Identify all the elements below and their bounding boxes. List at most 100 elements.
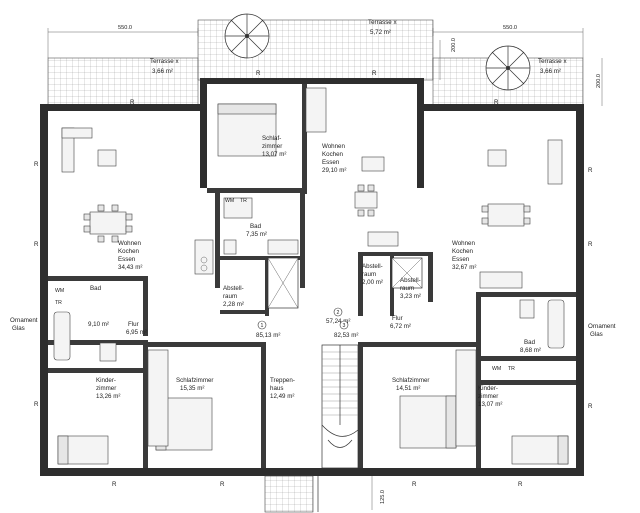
unit-marker-1: 1 85,13 m² <box>256 320 280 339</box>
label-abstell-right-2: raum <box>400 285 414 292</box>
wm-right: WM <box>492 366 501 372</box>
label-schlaf-top-1: Schlaf- <box>262 135 281 142</box>
table-icon <box>354 184 378 217</box>
radiator-marks: R R R R R R R R R R R R R R <box>34 70 593 488</box>
label-wohnen-center-3: Essen <box>322 159 340 166</box>
label-terrace-right-2: 3,66 m² <box>540 68 561 75</box>
wardrobe-icon <box>455 349 477 447</box>
stairwell <box>267 257 423 469</box>
label-abstell-mid-3: 2,00 m² <box>362 279 383 286</box>
table-icon <box>83 204 133 243</box>
label-bad-left-2: 9,10 m² <box>88 321 109 328</box>
label-kinder-right-2: zimmer <box>478 393 498 400</box>
bed-icon <box>57 435 109 465</box>
label-wohnen-right-3: Essen <box>452 256 470 263</box>
label-wohnen-center-2: Kochen <box>322 151 344 158</box>
tr-right: TR <box>508 366 515 372</box>
wm-center: WM <box>225 198 234 204</box>
sink-icon <box>267 239 299 255</box>
label-kinder-left-3: 13,26 m² <box>96 393 120 400</box>
label-schlaf-right-1: Schlafzimmer <box>392 377 429 384</box>
unit-number-3: 3 <box>343 323 346 329</box>
radiator-mark: R <box>588 403 593 410</box>
label-bad-left-1: Bad <box>90 285 102 292</box>
label-treppenhaus-1: Treppen- <box>270 377 295 384</box>
label-abstell-left-3: 2,28 m² <box>223 301 244 308</box>
tr-left: TR <box>55 300 62 306</box>
sofa-icon <box>61 127 93 173</box>
toilet-icon <box>223 239 237 255</box>
dim-terrace-right-width: 550.0 <box>503 25 517 31</box>
dim-terrace-right-depth: 200.0 <box>596 74 602 88</box>
label-schlaf-left-2: 15,35 m² <box>180 385 204 392</box>
bed-icon <box>399 395 457 449</box>
radiator-mark: R <box>34 161 39 168</box>
radiator-mark: R <box>372 70 377 77</box>
radiator-mark: R <box>588 167 593 174</box>
label-flur-right-2: 6,72 m² <box>390 323 411 330</box>
armchair-icon <box>487 149 507 167</box>
label-treppenhaus-2: haus <box>270 385 283 392</box>
label-wohnen-left-3: Essen <box>118 256 136 263</box>
label-wohnen-right-4: 32,67 m² <box>452 264 476 271</box>
unit-number-2: 2 <box>337 310 340 316</box>
unit-marker-3: 3 82,53 m² <box>334 320 358 339</box>
stove-icon <box>194 239 214 275</box>
radiator-mark: R <box>494 99 499 106</box>
label-wohnen-center-1: Wohnen <box>322 143 345 150</box>
label-flur-left-2: 6,95 m² <box>126 329 147 336</box>
stove-icon <box>367 231 399 247</box>
bed-icon <box>217 103 277 157</box>
dim-terrace-left-depth: 200.0 <box>451 38 457 52</box>
label-abstell-right-1: Abstell- <box>400 277 421 284</box>
label-ornament-right-2: Glas <box>590 331 603 338</box>
radiator-mark: R <box>412 481 417 488</box>
label-bad-center-2: 7,35 m² <box>246 231 267 238</box>
label-abstell-mid-2: raum <box>362 271 376 278</box>
label-abstell-left-1: Abstell- <box>223 285 244 292</box>
label-kinder-right-3: 13,07 m² <box>478 401 502 408</box>
bed-icon <box>511 435 569 465</box>
label-wohnen-center-4: 29,10 m² <box>322 167 346 174</box>
label-schlaf-top-2: zimmer <box>262 143 282 150</box>
label-treppenhaus-3: 12,49 m² <box>270 393 294 400</box>
label-flur-left-1: Flur <box>128 321 139 328</box>
bathtub-icon <box>53 311 71 361</box>
label-schlaf-top-3: 13,07 m² <box>262 151 286 158</box>
label-schlaf-right-2: 14,51 m² <box>396 385 420 392</box>
label-kinder-left-1: Kinder- <box>96 377 116 384</box>
table-icon <box>481 203 531 227</box>
armchair-icon <box>97 149 117 167</box>
radiator-mark: R <box>130 99 135 106</box>
label-terrace-left-2: 3,66 m² <box>152 68 173 75</box>
unit-marker-2: 2 57,24 m² <box>326 307 350 325</box>
dim-entrance-depth: 125.0 <box>380 490 386 504</box>
label-wohnen-left-2: Kochen <box>118 248 140 255</box>
radiator-mark: R <box>34 401 39 408</box>
sofa-icon <box>305 87 327 133</box>
radiator-mark: R <box>112 481 117 488</box>
sofa-icon <box>547 139 563 185</box>
dim-terrace-left-width: 550.0 <box>118 25 132 31</box>
stove-icon <box>479 271 523 289</box>
outer-walls <box>40 78 584 476</box>
label-schlaf-left-1: Schlafzimmer <box>176 377 213 384</box>
wardrobe-icon <box>147 349 169 447</box>
label-ornament-left-2: Glas <box>12 325 25 332</box>
armchair-icon <box>361 156 385 172</box>
wm-left: WM <box>55 288 64 294</box>
unit-number-1: 1 <box>261 323 264 329</box>
label-kinder-right-1: Kinder- <box>478 385 498 392</box>
label-terrace-center-2: 5,72 m² <box>370 29 391 36</box>
label-abstell-right-3: 3,23 m² <box>400 293 421 300</box>
label-wohnen-left-4: 34,43 m² <box>118 264 142 271</box>
radiator-mark: R <box>518 481 523 488</box>
unit-area-3: 82,53 m² <box>334 332 358 339</box>
label-abstell-left-2: raum <box>223 293 237 300</box>
radiator-mark: R <box>256 70 261 77</box>
label-bad-center-1: Bad <box>250 223 262 230</box>
unit-area-2: 57,24 m² <box>326 318 350 325</box>
label-terrace-right-1: Terrasse x <box>538 58 567 65</box>
tr-center: TR <box>240 198 247 204</box>
